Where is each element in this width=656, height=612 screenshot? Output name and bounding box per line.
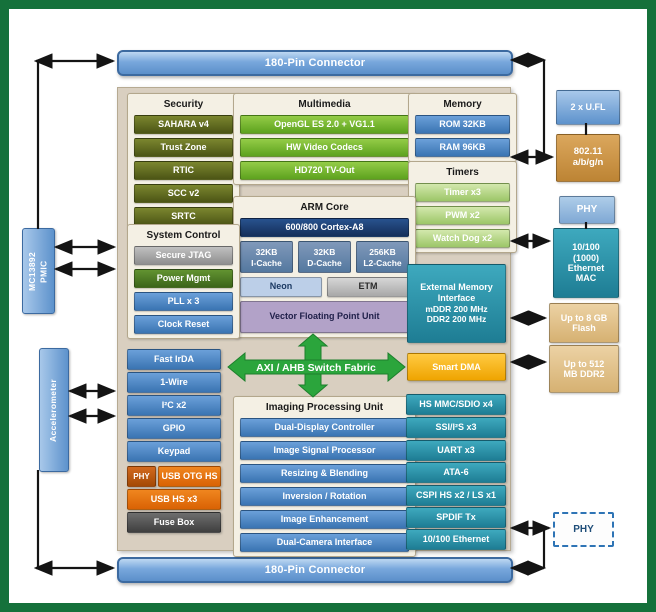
block-uart: UART x3 xyxy=(406,440,506,461)
block-smart-dma: Smart DMA xyxy=(407,353,506,381)
block-usb-hs-x3: USB HS x3 xyxy=(127,489,221,510)
wifi-label-line1: 802.11 xyxy=(573,146,603,158)
block-watchdog-x2: Watch Dog x2 xyxy=(415,229,510,248)
block-pwm-x2: PWM x2 xyxy=(415,206,510,225)
multimedia-group: Multimedia OpenGL ES 2.0 + VG1.1 HW Vide… xyxy=(233,93,416,185)
multimedia-title: Multimedia xyxy=(298,99,351,110)
block-vfpu: Vector Floating Point Unit xyxy=(240,301,409,333)
block-fast-irda: Fast IrDA xyxy=(127,349,221,370)
block-pmic: MC13892 PMIC xyxy=(22,228,55,314)
timers-title: Timers xyxy=(446,167,479,178)
block-i2c: I²C x2 xyxy=(127,395,221,416)
arm-core-group: ARM Core 600/800 Cortex-A8 32KB I-Cache … xyxy=(233,196,416,338)
icache-name: I-Cache xyxy=(251,257,282,268)
flash-label: Up to 8 GB Flash xyxy=(560,312,608,333)
arm-core-title: ARM Core xyxy=(300,202,349,213)
block-opengl: OpenGL ES 2.0 + VG1.1 xyxy=(240,115,409,134)
emi-mddr: mDDR 200 MHz xyxy=(425,304,488,315)
block-cspi: CSPI HS x2 / LS x1 xyxy=(406,485,506,506)
block-phy-top: PHY xyxy=(559,196,615,224)
system-control-group: System Control Secure JTAG Power Mgmt PL… xyxy=(127,224,240,339)
block-hd720-tvout: HD720 TV-Out xyxy=(240,161,409,180)
block-ethernet-mac: 10/100 (1000) Ethernet MAC xyxy=(553,228,619,298)
block-rom: ROM 32KB xyxy=(415,115,510,134)
block-rtic: RTIC xyxy=(134,161,233,180)
block-spdif-tx: SPDIF Tx xyxy=(406,507,506,528)
block-ddr2: Up to 512 MB DDR2 xyxy=(549,345,619,393)
dcache-name: D-Cache xyxy=(307,257,342,268)
pmic-label-line2: PMIC xyxy=(38,259,49,283)
block-usb-otg-hs: USB OTG HS xyxy=(158,466,221,487)
block-fuse-box: Fuse Box xyxy=(127,512,221,533)
neon-etm-row: Neon ETM xyxy=(240,277,409,297)
block-inversion-rotation: Inversion / Rotation xyxy=(240,487,409,506)
block-sahara: SAHARA v4 xyxy=(134,115,233,134)
system-control-title: System Control xyxy=(146,230,221,241)
block-image-enhancement: Image Enhancement xyxy=(240,510,409,529)
block-pll: PLL x 3 xyxy=(134,292,233,311)
block-cortex-a8: 600/800 Cortex-A8 xyxy=(240,218,409,237)
security-group: Security SAHARA v4 Trust Zone RTIC SCC v… xyxy=(127,93,240,231)
emi-ddr2: DDR2 200 MHz xyxy=(426,313,487,324)
block-dual-display-controller: Dual-Display Controller xyxy=(240,418,409,437)
bottom-connector-label: 180-Pin Connector xyxy=(264,564,366,576)
block-l2cache: 256KB L2-Cache xyxy=(356,241,409,273)
ddr2-label: Up to 512 MB DDR2 xyxy=(563,358,605,379)
block-trust-zone: Trust Zone xyxy=(134,138,233,157)
block-flash: Up to 8 GB Flash xyxy=(549,303,619,343)
block-usb-phy: PHY xyxy=(127,466,156,487)
block-clock-reset: Clock Reset xyxy=(134,315,233,334)
block-ram: RAM 96KB xyxy=(415,138,510,157)
block-gpio: GPIO xyxy=(127,418,221,439)
memory-group: Memory ROM 32KB RAM 96KB xyxy=(408,93,517,162)
block-neon: Neon xyxy=(240,277,322,297)
block-timer-x3: Timer x3 xyxy=(415,183,510,202)
bottom-connector: 180-Pin Connector xyxy=(117,557,513,583)
block-resizing-blending: Resizing & Blending xyxy=(240,464,409,483)
block-keypad: Keypad xyxy=(127,441,221,462)
timers-group: Timers Timer x3 PWM x2 Watch Dog x2 xyxy=(408,161,517,253)
ipu-title: Imaging Processing Unit xyxy=(265,402,384,413)
block-accelerometer: Accelerometer xyxy=(39,348,69,472)
block-wifi: 802.11 a/b/g/n xyxy=(556,134,620,182)
pmic-label-line1: MC13892 xyxy=(27,251,38,291)
accelerometer-label: Accelerometer xyxy=(48,378,59,442)
dcache-size: 32KB xyxy=(313,246,336,257)
memory-title: Memory xyxy=(443,99,482,110)
ipu-group: Imaging Processing Unit Dual-Display Con… xyxy=(233,396,416,557)
block-ata6: ATA-6 xyxy=(406,462,506,483)
block-phy-bottom: PHY xyxy=(553,512,614,547)
block-icache: 32KB I-Cache xyxy=(240,241,293,273)
block-ssi-i2s: SSI/I²S x3 xyxy=(406,417,506,438)
block-ufl: 2 x U.FL xyxy=(556,90,620,125)
block-etm: ETM xyxy=(327,277,409,297)
top-connector: 180-Pin Connector xyxy=(117,50,513,76)
block-image-signal-processor: Image Signal Processor xyxy=(240,441,409,460)
security-title: Security xyxy=(163,99,204,110)
block-secure-jtag: Secure JTAG xyxy=(134,246,233,265)
block-external-memory-interface: External Memory Interface mDDR 200 MHz D… xyxy=(407,264,506,343)
block-10-100-ethernet: 10/100 Ethernet xyxy=(406,529,506,550)
block-scc: SCC v2 xyxy=(134,184,233,203)
icache-size: 32KB xyxy=(255,246,278,257)
top-connector-label: 180-Pin Connector xyxy=(264,57,366,69)
wifi-label-line2: a/b/g/n xyxy=(572,157,604,168)
l2cache-name: L2-Cache xyxy=(363,257,402,268)
block-dcache: 32KB D-Cache xyxy=(298,241,351,273)
cache-row: 32KB I-Cache 32KB D-Cache 256KB L2-Cache xyxy=(240,241,409,273)
block-dual-camera-interface: Dual-Camera Interface xyxy=(240,533,409,552)
block-hs-mmc-sdio: HS MMC/SDIO x4 xyxy=(406,394,506,415)
block-power-mgmt: Power Mgmt xyxy=(134,269,233,288)
emi-title: External Memory Interface xyxy=(420,282,493,303)
ethernet-mac-label: 10/100 (1000) Ethernet MAC xyxy=(567,242,605,284)
l2cache-size: 256KB xyxy=(369,246,396,257)
block-1-wire: 1-Wire xyxy=(127,372,221,393)
block-hw-video-codecs: HW Video Codecs xyxy=(240,138,409,157)
